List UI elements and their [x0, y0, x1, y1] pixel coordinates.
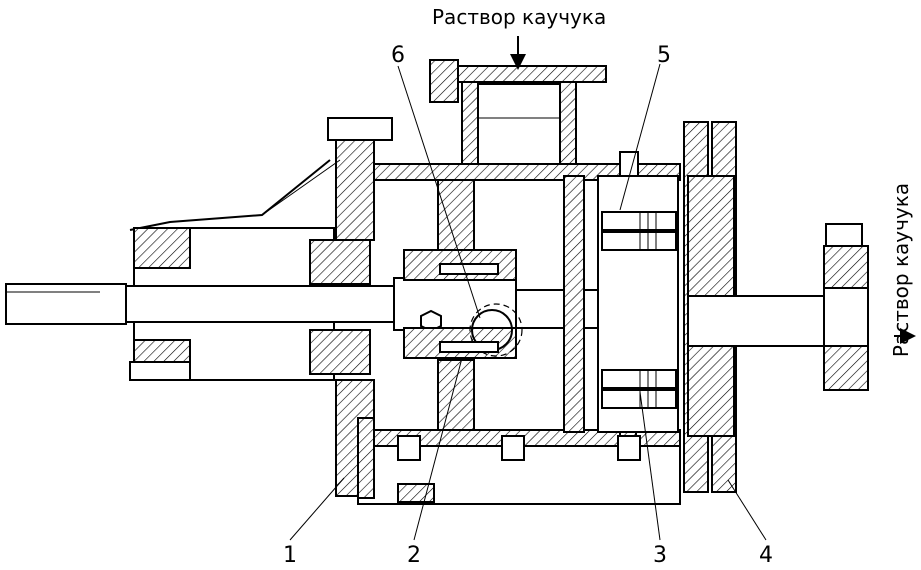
inlet-pipe [429, 36, 607, 175]
callout-2: 2 [407, 543, 421, 568]
bearing-housing [129, 159, 371, 381]
callout-1: 1 [283, 543, 297, 568]
callout-5: 5 [657, 43, 671, 68]
leader-lines [289, 63, 767, 541]
callout-3: 3 [653, 543, 667, 568]
bolts [397, 151, 863, 461]
left-flange [327, 117, 393, 499]
inlet-label: Раствор каучука [432, 5, 606, 29]
rotor [403, 249, 523, 359]
callout-6: 6 [391, 43, 405, 68]
disc-pack [563, 155, 679, 459]
callout-4: 4 [759, 543, 773, 568]
upper-discs [601, 211, 677, 251]
outlet-label: Раствор каучука [889, 183, 913, 357]
outlet-pipe [687, 245, 916, 391]
lower-discs [601, 369, 677, 409]
